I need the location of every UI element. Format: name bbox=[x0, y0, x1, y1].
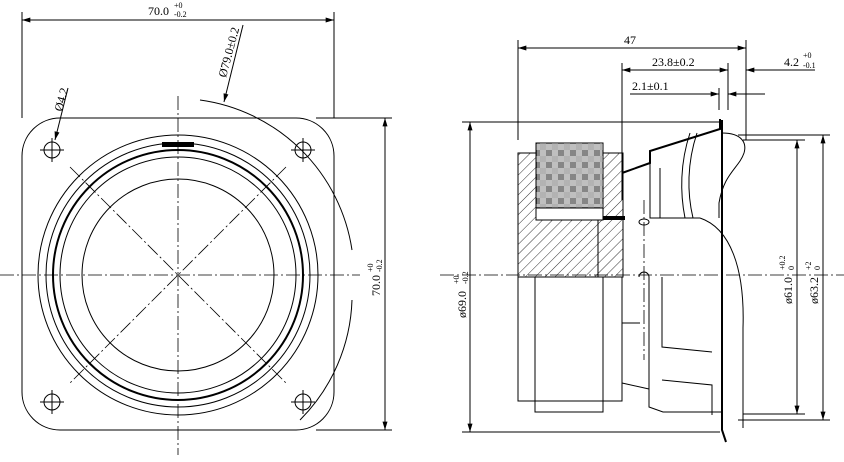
cutout-diameter-value: ø61.0 bbox=[781, 277, 795, 304]
front-view: 70.0 +0 -0.2 70.0 +0 -0.2 Ø79.0±0.2 Ø4.2 bbox=[0, 1, 392, 455]
flange-depth-label: 23.8±0.2 bbox=[652, 55, 695, 69]
height-dim-upper: +0 bbox=[366, 263, 375, 272]
hole-diameter-label: Ø4.2 bbox=[51, 86, 71, 112]
terminal-tab bbox=[162, 142, 194, 147]
offset-label: 2.1±0.1 bbox=[632, 79, 669, 93]
outer-diameter-label: Ø79.0±0.2 bbox=[215, 26, 242, 79]
flange-thickness-upper: +0 bbox=[803, 51, 812, 60]
rim-diameter-value: ø63.2 bbox=[807, 277, 821, 304]
voice-coil-section bbox=[535, 142, 604, 209]
mounting-holes bbox=[40, 138, 315, 414]
cutout-diameter-lower: 0 bbox=[787, 266, 796, 270]
overall-depth-label: 47 bbox=[624, 33, 636, 47]
height-dim-value: 70.0 bbox=[369, 275, 383, 296]
flange-thickness-value: 4.2 bbox=[784, 55, 799, 69]
cone-edge bbox=[81, 178, 275, 372]
width-dim-value: 70.0 bbox=[148, 4, 169, 18]
height-dim-lower: -0.2 bbox=[375, 259, 384, 272]
rim-diameter-lower: 0 bbox=[813, 266, 822, 270]
width-dim-upper: +0 bbox=[174, 1, 183, 10]
basket-top bbox=[621, 119, 721, 174]
frame-ring bbox=[37, 134, 319, 416]
flange-thickness-lower: -0.1 bbox=[803, 61, 816, 70]
side-view: ø69.0 +0 -0.2 47 23.8±0.2 bbox=[440, 33, 844, 443]
frame-diameter-upper: +0 bbox=[452, 275, 461, 284]
frame-diameter-lower: -0.2 bbox=[461, 271, 470, 284]
width-dim-lower: -0.2 bbox=[174, 10, 187, 19]
frame-diameter-value: ø69.0 bbox=[455, 291, 469, 318]
cutout-diameter-upper: +0.2 bbox=[778, 255, 787, 270]
rim-diameter-upper: +2 bbox=[804, 261, 813, 270]
magnet-outline bbox=[517, 276, 623, 402]
surround-ring bbox=[52, 149, 304, 401]
